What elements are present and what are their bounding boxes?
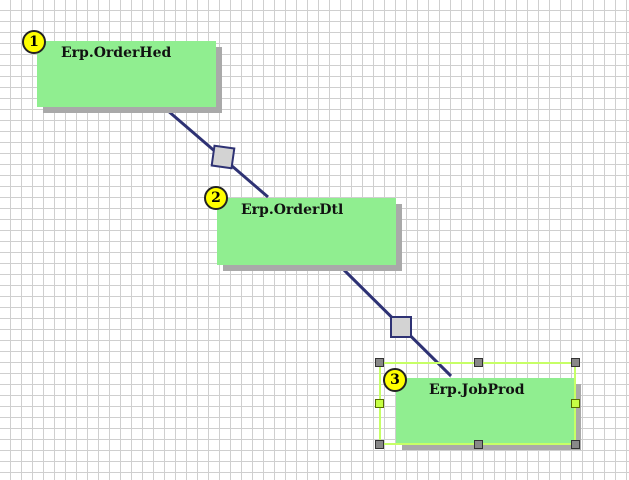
- table-node-orderdtl[interactable]: Erp.OrderDtl: [217, 198, 396, 265]
- resize-handle-bottom-left[interactable]: [375, 440, 384, 449]
- table-node-jobprod[interactable]: Erp.JobProd: [396, 378, 575, 444]
- resize-handle-top-right[interactable]: [571, 358, 580, 367]
- table-name-label: Erp.OrderHed: [61, 45, 172, 61]
- resize-handle-top-center[interactable]: [474, 358, 483, 367]
- resize-handle-middle-left[interactable]: [375, 399, 384, 408]
- resize-handle-top-left[interactable]: [375, 358, 384, 367]
- relation-link-box-orderhed-orderdtl[interactable]: [210, 144, 236, 170]
- resize-handle-bottom-right[interactable]: [571, 440, 580, 449]
- resize-handle-bottom-center[interactable]: [474, 440, 483, 449]
- table-name-label: Erp.OrderDtl: [241, 202, 344, 218]
- relation-link-box-orderdtl-jobprod[interactable]: [390, 316, 412, 338]
- order-badge: 3: [383, 368, 407, 392]
- table-node-orderhed[interactable]: Erp.OrderHed: [37, 41, 216, 107]
- resize-handle-middle-right[interactable]: [571, 399, 580, 408]
- selection-outline: [379, 362, 576, 445]
- order-badge: 1: [22, 30, 46, 54]
- table-name-label: Erp.JobProd: [429, 382, 525, 398]
- order-badge: 2: [204, 186, 228, 210]
